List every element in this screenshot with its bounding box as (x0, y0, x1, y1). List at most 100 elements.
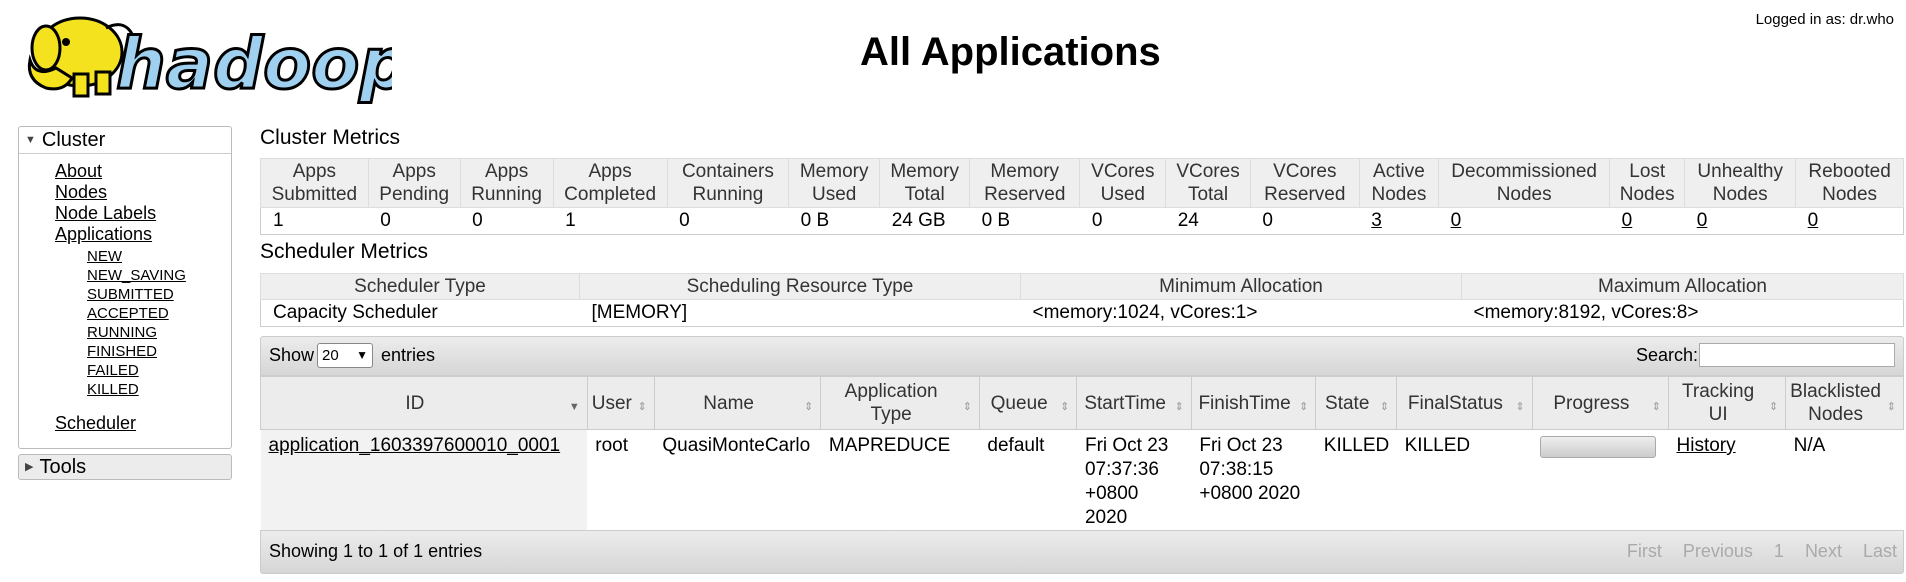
column-header-name[interactable]: Name⇕ (653, 376, 822, 430)
pager-last-button[interactable]: Last (1862, 541, 1897, 561)
metric-vcores-total: 24 (1165, 207, 1251, 235)
column-header-user[interactable]: User ⇕ (586, 376, 655, 430)
apps-footer: Showing 1 to 1 of 1 entries First Previo… (260, 530, 1904, 574)
column-header-state[interactable]: State⇕ (1315, 376, 1398, 430)
column-header-queue[interactable]: Queue ⇕ (978, 376, 1078, 430)
tracking-ui-history-link[interactable]: History (1676, 435, 1736, 456)
application-id-link[interactable]: application_1603397600010_0001 (268, 435, 561, 456)
metric-header: Lost Nodes (1609, 158, 1686, 208)
cluster-metrics-table: Apps Submitted Apps Pending Apps Running… (260, 158, 1904, 235)
sidebar-link-node-labels[interactable]: Node Labels (55, 203, 157, 223)
sort-icon: ⇕ (637, 401, 647, 413)
progress-bar (1540, 436, 1657, 458)
entries-per-page-value: 20 (322, 347, 339, 364)
sidebar-state-finished[interactable]: FINISHED (87, 343, 158, 360)
scheduler-header: Scheduler Type (260, 273, 580, 300)
column-header-id[interactable]: ID▼ (260, 376, 588, 430)
chevron-down-icon: ▼ (356, 348, 368, 362)
tools-menu[interactable]: ▶ Tools (18, 454, 232, 480)
sidebar-link-about[interactable]: About (55, 161, 103, 181)
sidebar-state-accepted[interactable]: ACCEPTED (87, 305, 169, 322)
sidebar-state-failed[interactable]: FAILED (87, 362, 139, 379)
column-header-label: FinalStatus (1407, 392, 1503, 414)
metric-header: Apps Pending (367, 158, 461, 208)
pager-previous-button[interactable]: Previous (1682, 541, 1753, 561)
metric-header: VCores Reserved (1249, 158, 1360, 208)
metric-rebooted-nodes-link[interactable]: 0 (1807, 210, 1819, 231)
pager-next-button[interactable]: Next (1804, 541, 1842, 561)
column-header-application-type[interactable]: Application Type ⇕ (820, 376, 980, 430)
metric-header: VCores Used (1079, 158, 1167, 208)
tools-menu-header[interactable]: ▶ Tools (19, 455, 231, 479)
cluster-menu-header[interactable]: ▼Cluster (19, 127, 231, 154)
cluster-menu: ▼Cluster About Nodes Node Labels Applica… (18, 126, 232, 449)
sort-icon: ⇕ (1379, 401, 1390, 413)
pager-page-1-button[interactable]: 1 (1773, 541, 1784, 561)
show-label: Show (269, 345, 315, 365)
metric-vcores-reserved: 0 (1250, 207, 1360, 235)
search-input[interactable] (1699, 343, 1895, 367)
app-state: KILLED (1323, 435, 1390, 456)
triangle-right-icon: ▶ (25, 461, 34, 473)
column-header-label: StartTime (1084, 392, 1166, 414)
metric-header: Apps Submitted (260, 158, 369, 208)
showing-info: Showing 1 to 1 of 1 entries (269, 541, 483, 561)
column-header-finishtime[interactable]: FinishTime⇕ (1190, 376, 1317, 430)
tools-menu-label: Tools (39, 456, 87, 478)
entries-per-page-select[interactable]: 20 ▼ (317, 343, 373, 368)
sidebar-link-applications[interactable]: Applications (55, 224, 153, 244)
app-start-time: Fri Oct 23 07:37:36 +0800 2020 (1084, 435, 1169, 528)
sidebar-link-nodes[interactable]: Nodes (55, 182, 108, 202)
sort-icon: ⇕ (1515, 401, 1525, 413)
scheduler-type: Capacity Scheduler (260, 299, 580, 327)
column-header-label: Blacklisted Nodes (1790, 381, 1881, 425)
page-title: All Applications (860, 30, 1161, 74)
metric-decommissioned-nodes-link[interactable]: 0 (1450, 210, 1462, 231)
scheduler-metrics-title: Scheduler Metrics (260, 240, 429, 263)
sidebar-state-running[interactable]: RUNNING (87, 324, 157, 341)
pagination: First Previous 1 Next Last (1611, 541, 1897, 562)
scheduler-header: Scheduling Resource Type (579, 273, 1021, 300)
column-header-starttime[interactable]: StartTime⇕ (1076, 376, 1192, 430)
sort-icon: ⇕ (962, 401, 972, 413)
metric-lost-nodes-link[interactable]: 0 (1621, 210, 1633, 231)
metric-vcores-used: 0 (1079, 207, 1166, 235)
cluster-metrics-title: Cluster Metrics (260, 126, 401, 149)
column-header-blacklisted-nodes[interactable]: Blacklisted Nodes⇕ (1785, 376, 1904, 430)
sidebar-state-new[interactable]: NEW (87, 248, 122, 265)
apps-toolbar: Show 20 ▼ entries Search: (260, 336, 1904, 376)
app-blacklisted-nodes: N/A (1793, 435, 1826, 456)
metric-apps-pending: 0 (368, 207, 461, 235)
sort-icon: ⇕ (1768, 401, 1779, 413)
metric-header: Apps Completed (552, 158, 668, 208)
column-header-label: Application Type (844, 381, 938, 425)
column-header-label: ID (405, 392, 425, 414)
column-header-label: User (591, 392, 632, 414)
sidebar-state-new-saving[interactable]: NEW_SAVING (87, 267, 186, 284)
app-final-status: KILLED (1404, 435, 1471, 456)
elephant-icon (27, 16, 136, 98)
sidebar-link-scheduler[interactable]: Scheduler (55, 413, 137, 433)
pager-first-button[interactable]: First (1626, 541, 1662, 561)
column-header-label: Progress (1553, 392, 1630, 414)
column-header-label: FinishTime (1198, 392, 1291, 414)
hadoop-logo: hadoop (16, 8, 411, 107)
column-header-label: Queue (990, 392, 1048, 414)
metric-unhealthy-nodes-link[interactable]: 0 (1696, 210, 1708, 231)
sidebar-state-killed[interactable]: KILLED (87, 381, 139, 398)
column-header-tracking-ui[interactable]: Tracking UI⇕ (1668, 376, 1787, 430)
app-type: MAPREDUCE (828, 435, 951, 456)
sidebar-state-submitted[interactable]: SUBMITTED (87, 286, 174, 303)
app-user: root (595, 435, 628, 456)
scheduling-resource-type: [MEMORY] (579, 299, 1021, 327)
metric-memory-reserved: 0 B (969, 207, 1080, 235)
column-header-progress[interactable]: Progress⇕ (1531, 376, 1670, 430)
metric-active-nodes-link[interactable]: 3 (1371, 210, 1382, 231)
applications-table: ID▼ User ⇕ Name⇕ Application Type ⇕ Queue ⇕… (260, 376, 1904, 530)
maximum-allocation: <memory:8192, vCores:8> (1461, 299, 1904, 327)
scheduler-header: Minimum Allocation (1020, 273, 1462, 300)
column-header-finalstatus[interactable]: FinalStatus ⇕ (1396, 376, 1533, 430)
app-queue: default (987, 435, 1045, 456)
metric-header: Memory Used (788, 158, 881, 208)
sort-icon: ⇕ (1060, 401, 1070, 413)
